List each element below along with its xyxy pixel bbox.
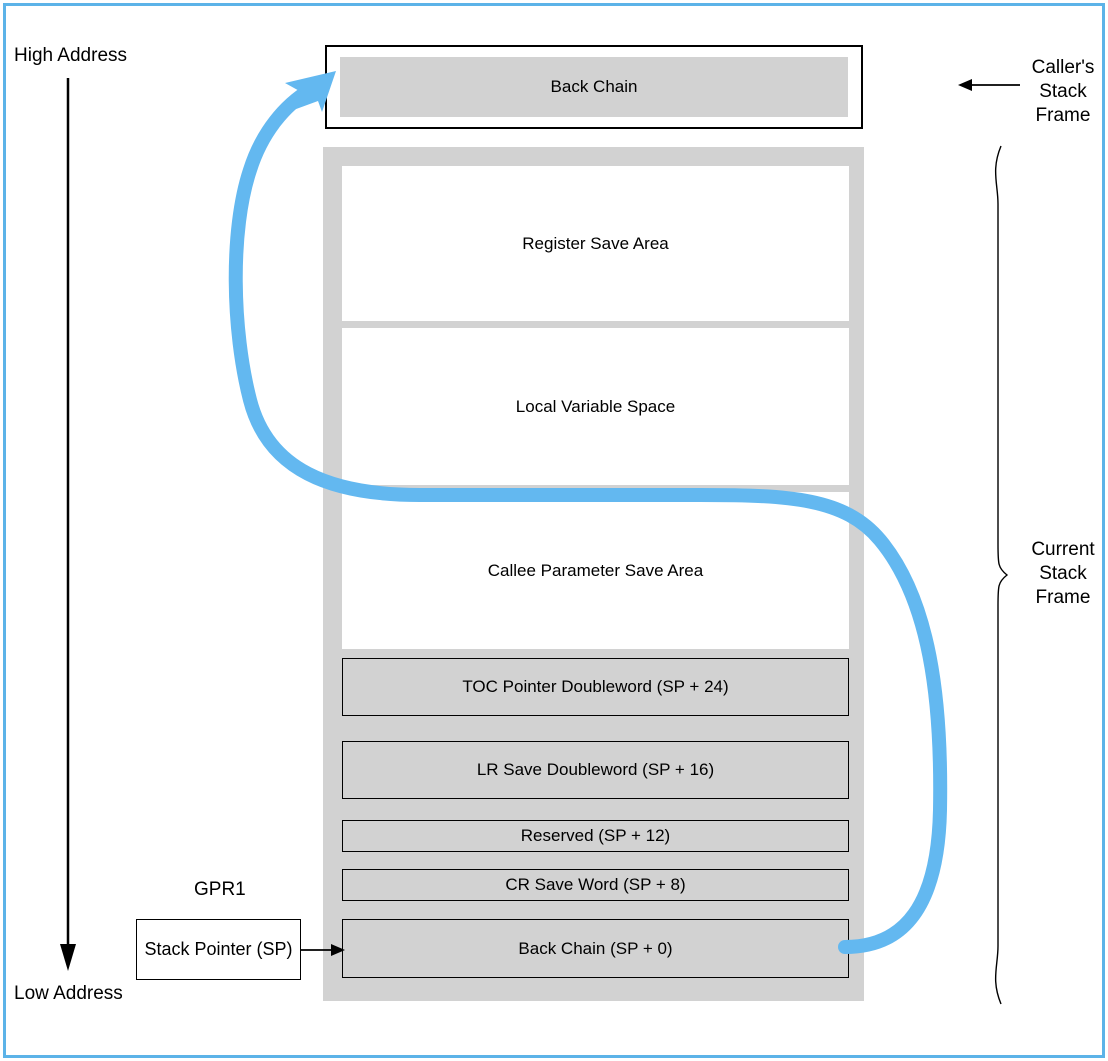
stack-pointer-arrow-icon xyxy=(300,944,345,956)
caller-back-chain-slot: Back Chain xyxy=(340,57,848,117)
caller-annot-line-3: Frame xyxy=(1035,105,1091,126)
address-direction-arrow-icon xyxy=(60,78,76,971)
current-annot-line-1: Current xyxy=(1031,539,1095,560)
caller-stack-frame-annotation: Caller's Stack Frame xyxy=(1024,56,1102,128)
caller-frame-pointer-arrow-icon xyxy=(958,79,1020,91)
stack-pointer-box: Stack Pointer (SP) xyxy=(136,919,301,980)
current-annot-line-2: Stack xyxy=(1039,563,1087,584)
caller-annot-line-2: Stack xyxy=(1039,81,1087,102)
gpr1-label: GPR1 xyxy=(194,879,246,900)
slot-cr-save-word: CR Save Word (SP + 8) xyxy=(342,869,849,901)
current-stack-frame-brace-icon xyxy=(994,145,1009,1005)
slot-callee-parameter-save-area: Callee Parameter Save Area xyxy=(342,492,849,649)
low-address-label: Low Address xyxy=(14,983,123,1004)
slot-reserved: Reserved (SP + 12) xyxy=(342,820,849,852)
slot-register-save-area: Register Save Area xyxy=(342,166,849,321)
slot-toc-pointer-doubleword: TOC Pointer Doubleword (SP + 24) xyxy=(342,658,849,716)
slot-local-variable-space: Local Variable Space xyxy=(342,328,849,485)
slot-lr-save-doubleword: LR Save Doubleword (SP + 16) xyxy=(342,741,849,799)
current-stack-frame-annotation: Current Stack Frame xyxy=(1022,538,1104,610)
current-stack-frame-container: Register Save Area Local Variable Space … xyxy=(323,147,864,1001)
high-address-label: High Address xyxy=(14,45,128,66)
caller-annot-line-1: Caller's xyxy=(1031,57,1095,78)
current-annot-line-3: Frame xyxy=(1035,587,1091,608)
slot-back-chain-sp-0: Back Chain (SP + 0) xyxy=(342,919,849,978)
